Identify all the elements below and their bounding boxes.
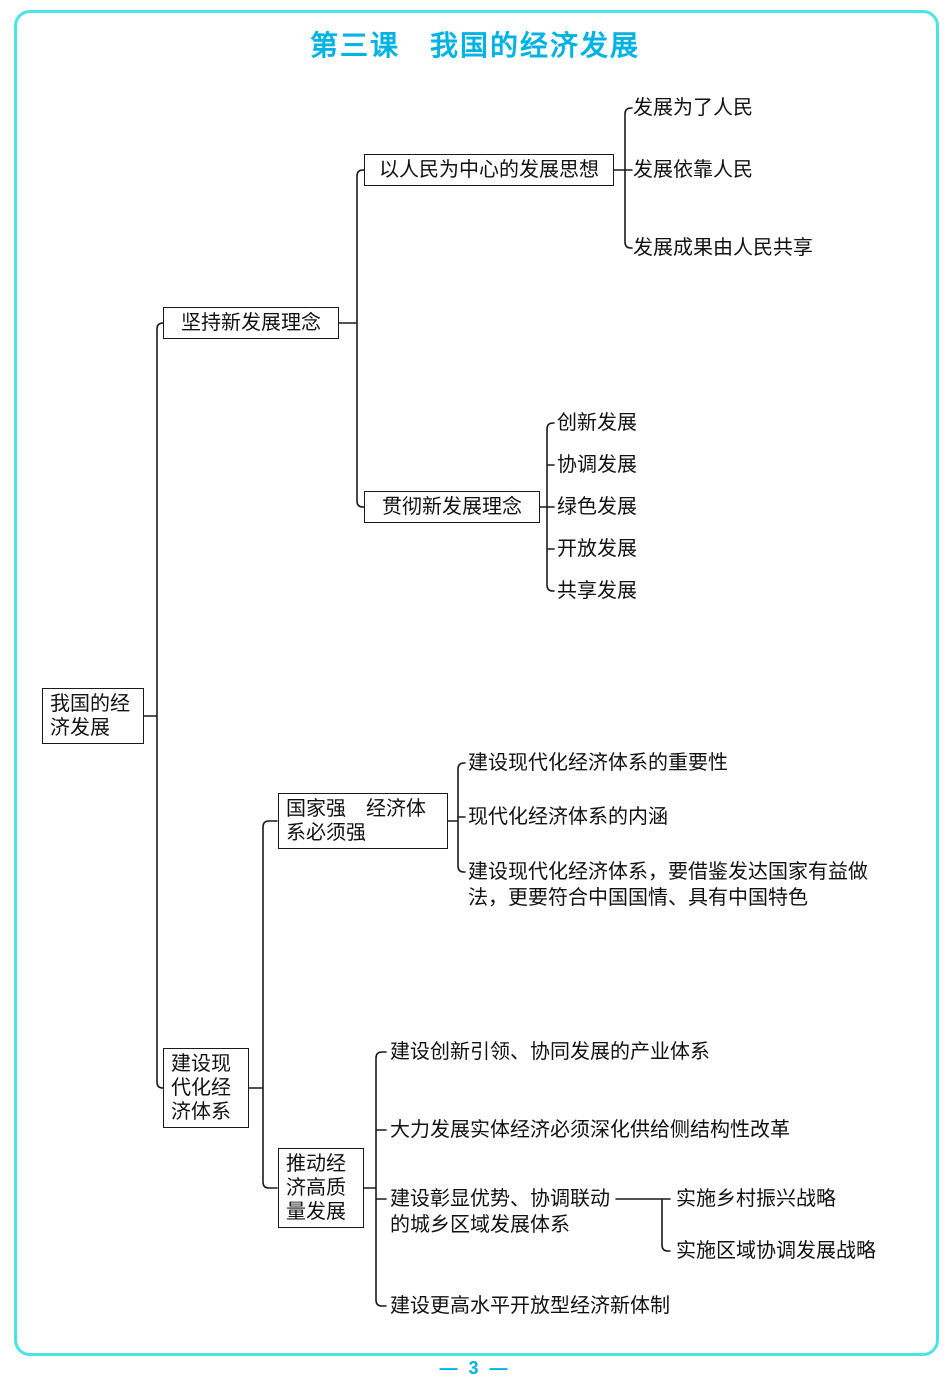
leaf-development-relies-on-people: 发展依靠人民 [633,159,753,181]
leaf-green-development: 绿色发展 [557,496,637,518]
leaf-fruits-shared-by-people: 发展成果由人民共享 [633,237,813,259]
leaf-regional-coordinated-development-strategy: 实施区域协调发展战略 [676,1240,876,1262]
node-strong-country-strong-system: 国家强 经济体 系必须强 [278,793,448,849]
leaf-higher-level-open-economy: 建设更高水平开放型经济新体制 [390,1295,670,1317]
page-number: — 3 — [439,1358,511,1378]
leaf-learn-from-developed-countries: 建设现代化经济体系，要借鉴发达国家有益做 法，更要符合中国国情、具有中国特色 [468,861,868,909]
leaf-real-economy-supply-side-reform: 大力发展实体经济必须深化供给侧结构性改革 [390,1119,790,1141]
leaf-development-for-people: 发展为了人民 [633,97,753,119]
leaf-urban-rural-regional-development-system: 建设彰显优势、协调联动 的城乡区域发展体系 [390,1188,610,1236]
page-title: 第三课 我国的经济发展 [309,30,640,61]
leaf-shared-development: 共享发展 [557,580,637,602]
page-border-frame [14,10,939,1356]
leaf-open-development: 开放发展 [557,538,637,560]
leaf-importance-of-modern-economic-system: 建设现代化经济体系的重要性 [468,752,728,774]
node-uphold-new-development-concept: 坚持新发展理念 [163,307,339,339]
node-build-modern-economic-system: 建设现 代化经 济体系 [163,1048,249,1128]
node-root: 我国的经 济发展 [42,688,144,744]
leaf-rural-revitalization-strategy: 实施乡村振兴战略 [676,1188,836,1210]
node-people-centered-development: 以人民为中心的发展思想 [364,154,614,186]
node-implement-new-development-concept: 贯彻新发展理念 [364,491,540,523]
leaf-innovative-development: 创新发展 [557,412,637,434]
leaf-connotation-of-modern-economic-system: 现代化经济体系的内涵 [468,806,668,828]
leaf-industrial-system: 建设创新引领、协同发展的产业体系 [390,1041,710,1063]
leaf-coordinated-development: 协调发展 [557,454,637,476]
node-promote-high-quality-development: 推动经 济高质 量发展 [278,1148,364,1228]
